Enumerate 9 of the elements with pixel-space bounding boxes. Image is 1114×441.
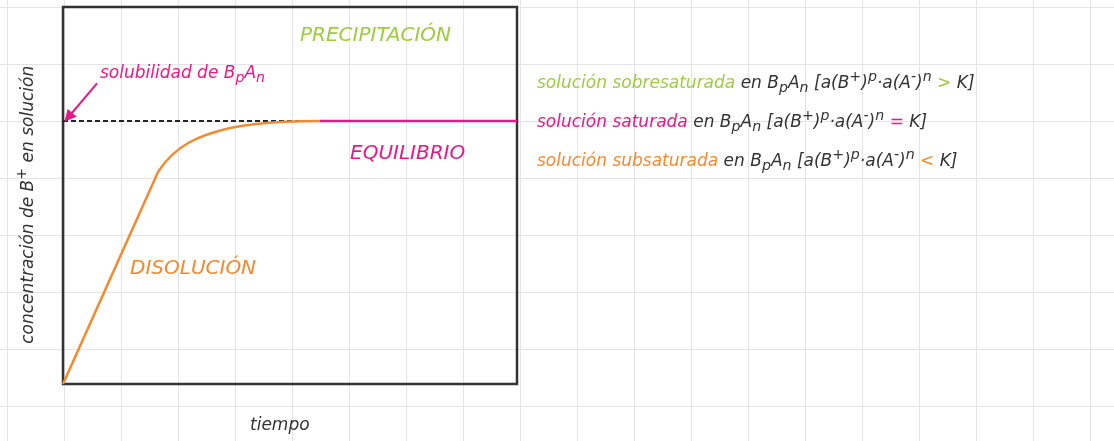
leader-arrow <box>64 82 98 122</box>
region-label: EQUILIBRIO <box>350 140 466 164</box>
callout-text: solubilidad de B$_{p}$A$_{n}$ <box>100 62 266 86</box>
axis-title: tiempo <box>250 414 310 434</box>
region-label: PRECIPITACIÓN <box>300 22 452 46</box>
region-label: DISOLUCIÓN <box>130 255 257 279</box>
condition-text: solución sobresaturada en B$_{p}$A$_{n}$ [a(B$^{+}$)$^{p}$·a(A$^{-}$)$^{n}$ > K] <box>537 68 975 96</box>
condition-text: solución saturada en B$_{p}$A$_{n}$ [a(B$^{+}$)$^{p}$·a(A$^{-}$)$^{n}$ = K] <box>537 107 928 135</box>
condition-text: solución subsaturada en B$_{p}$A$_{n}$ [a(B$^{+}$)$^{p}$·a(A$^{-}$)$^{n}$ < K] <box>537 146 958 174</box>
